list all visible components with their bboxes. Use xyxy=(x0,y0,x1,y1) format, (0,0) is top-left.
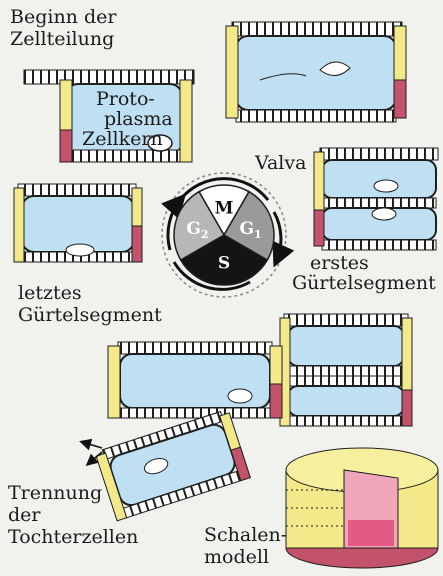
label-trennung-line2: der xyxy=(8,504,41,526)
label-beginn-line2: Zellteilung xyxy=(10,28,114,50)
label-trennung-line1: Trennung xyxy=(8,482,102,504)
label-letztes-line2: Gürtelsegment xyxy=(18,304,162,326)
label-schalen-line2: modell xyxy=(204,546,269,568)
label-beginn-line1: Beginn der xyxy=(10,6,116,28)
cell-center-lower xyxy=(108,342,282,418)
label-erstes-line2: Gürtelsegment xyxy=(292,272,436,294)
cell-last-band xyxy=(14,184,142,262)
label-zellkern: Zellkern xyxy=(82,128,163,150)
cycle-label-m: M xyxy=(215,199,234,219)
cell-right-lower xyxy=(280,314,412,426)
cell-mitosis xyxy=(226,22,406,122)
label-erstes-line1: erstes xyxy=(310,252,369,274)
label-trennung-line3: Tochterzellen xyxy=(8,526,138,548)
shell-model xyxy=(286,448,438,568)
cell-valva xyxy=(314,148,438,250)
label-letztes-line1: letztes xyxy=(18,282,82,304)
cell-separation xyxy=(95,409,250,521)
label-schalen-line1: Schalen- xyxy=(204,524,287,546)
cycle-label-s: S xyxy=(218,254,230,274)
label-protoplasma-line1: Proto- xyxy=(96,88,155,110)
separation-arrow-up xyxy=(82,442,102,448)
label-valva: Valva xyxy=(255,152,306,174)
label-protoplasma-line2: plasma xyxy=(104,108,173,130)
